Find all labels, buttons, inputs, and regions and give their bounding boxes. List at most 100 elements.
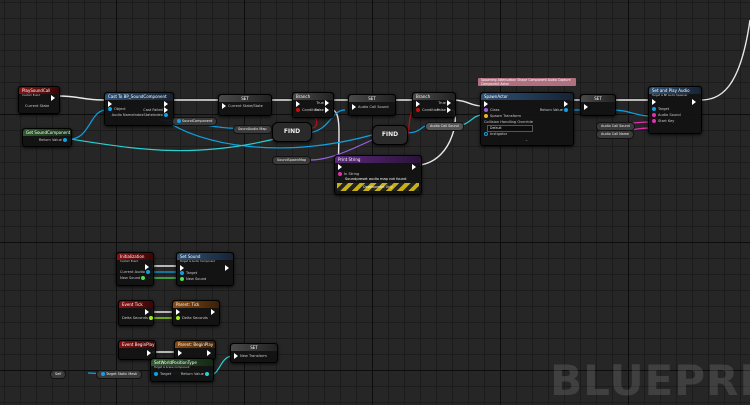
node-subtitle: Target is BP Audio Spawner [652, 94, 688, 97]
print-string-node[interactable]: Print String In String Soundpreset audio… [334, 155, 422, 195]
in-string-value[interactable]: Soundpreset audio map not found [345, 177, 407, 181]
exec-in-pin[interactable] [108, 101, 114, 107]
node-title: PlaySoundCall [19, 87, 59, 94]
spawn-actor-node[interactable]: SpawnActor Class Spawn Transform Collisi… [480, 92, 574, 146]
set-current-state-node[interactable]: SET Current State/State [218, 94, 272, 116]
set-sound-node[interactable]: Set Sound Target is Audio Component Targ… [176, 252, 234, 286]
exec-in-pin[interactable] [176, 309, 182, 315]
exec-out-pin[interactable] [145, 264, 151, 270]
sound-spawn-map-pill[interactable]: SoundSpawnMap [272, 156, 312, 165]
pin-audio-call-sound[interactable]: Audio Call Sound [352, 104, 389, 110]
pin-true[interactable]: True [316, 100, 331, 106]
pin-object[interactable]: Object [108, 107, 126, 112]
static-mesh-pill[interactable]: Target Static Mesh [96, 370, 143, 379]
pin-spawn-transform[interactable]: Spawn Transform [484, 114, 521, 119]
node-title: SetWorldPositionType [151, 359, 213, 366]
exec-out-pin[interactable] [225, 265, 231, 271]
node-title: Set Sound [177, 253, 233, 260]
development-only-banner: Development Only [337, 183, 419, 191]
pin-false[interactable]: False [437, 107, 453, 113]
exec-in-pin[interactable] [484, 101, 490, 107]
node-title: SET [349, 95, 395, 102]
find-node-1[interactable]: FIND [272, 122, 312, 142]
pin-audio-sound[interactable]: Audio Sound [652, 113, 681, 118]
exec-in-pin[interactable] [180, 265, 186, 271]
exec-out-pin[interactable] [147, 350, 153, 356]
exec-in-pin[interactable] [338, 164, 344, 170]
parent-beginplay-node[interactable]: Parent: BeginPlay [174, 340, 216, 360]
initialization-node[interactable]: Initialization Custom Event Current Audi… [116, 252, 154, 286]
node-subtitle: Custom Event [22, 94, 41, 97]
exec-in-pin[interactable] [178, 350, 184, 356]
chevron-down-icon[interactable]: ⌄ [525, 138, 529, 142]
audio-call-name-pill[interactable]: Audio Call Name [596, 130, 635, 139]
play-sound-call-node[interactable]: PlaySoundCall Custom Event Current State [18, 86, 60, 114]
node-title: Event Tick [119, 301, 153, 308]
blueprint-watermark: BLUEPRI [550, 356, 750, 405]
pin-true[interactable]: True [438, 100, 453, 106]
exec-out-pin[interactable] [211, 309, 217, 315]
node-subtitle: Target is Scene Component [154, 366, 190, 369]
pin-new-transform[interactable]: New Transform [234, 353, 267, 359]
pin-target[interactable]: Target [154, 372, 171, 377]
pin-target[interactable]: Target [652, 107, 669, 112]
pin-current-audio[interactable]: Current Audio [120, 270, 152, 275]
cast-node[interactable]: Cast To BP_SoundComponent Object Cast Fa… [104, 92, 174, 126]
pin-collision-override: Collision Handling Override [484, 120, 533, 124]
exec-in-pin[interactable] [584, 104, 590, 110]
node-subtitle: Target is Audio Component [180, 260, 215, 263]
pin-delta-seconds[interactable]: Delta Seconds [176, 316, 208, 321]
pin-condition[interactable]: Condition [416, 108, 439, 113]
exec-out-pin[interactable] [692, 99, 698, 105]
pin-target[interactable]: Target [180, 271, 197, 276]
exec-out-pin[interactable] [164, 101, 170, 107]
branch-node-2[interactable]: Branch Condition True False [412, 92, 456, 118]
audio-call-sound-pill-2[interactable]: Audio Call Sound [425, 122, 464, 131]
node-subtitle: Custom Event [120, 260, 139, 263]
exec-out-pin[interactable] [145, 309, 151, 315]
branch-node-1[interactable]: Branch Condition True False [292, 92, 334, 118]
event-tick-node[interactable]: Event Tick Delta Seconds [118, 300, 154, 326]
set-audio-node[interactable]: SET Audio Call Sound [348, 94, 396, 116]
node-title: SET [219, 95, 271, 102]
node-title: SET [231, 344, 277, 351]
sound-audio-map-pill[interactable]: SoundAudio Map [233, 125, 272, 134]
find-node-2[interactable]: FIND [372, 125, 408, 145]
exec-out-pin[interactable] [207, 350, 213, 356]
pin-current-state[interactable]: Current State [25, 104, 50, 108]
exec-in-pin[interactable] [652, 99, 658, 105]
self-pill[interactable]: Self [50, 370, 67, 379]
get-sound-component-node[interactable]: Get SoundComponent Return Value [22, 128, 72, 147]
exec-out-pin[interactable] [412, 164, 418, 170]
pin-return-value[interactable]: Return Value [181, 372, 211, 377]
pin-new-sound[interactable]: New Sound [180, 277, 206, 282]
pin-audio-nameindex[interactable]: Audio NameIndexStateIndex [112, 113, 170, 118]
set-world-position-node[interactable]: SET New Transform [230, 343, 278, 363]
pin-current-state[interactable]: Current State/State [222, 103, 263, 109]
pin-return-value[interactable]: Return Value [540, 108, 570, 113]
node-title: Branch [413, 93, 455, 100]
pin-delta-seconds[interactable]: Delta Seconds [122, 316, 155, 321]
pin-false[interactable]: False [315, 107, 331, 113]
collision-dropdown[interactable]: Default [487, 125, 533, 132]
exec-out-pin[interactable] [564, 101, 570, 107]
pin-condition[interactable]: Condition [296, 108, 319, 113]
pin-cast-failed[interactable]: Cast Failed [143, 107, 170, 113]
set-world-position-type-node[interactable]: SetWorldPositionType Target is Scene Com… [150, 358, 214, 382]
sound-component-pill[interactable]: SoundComponent [172, 117, 218, 126]
pin-return-value[interactable]: Return Value [39, 138, 69, 143]
pin-new-sound[interactable]: New Sound [120, 276, 147, 281]
node-title: Branch [293, 93, 333, 100]
parent-tick-node[interactable]: Parent: Tick Delta Seconds [172, 300, 220, 326]
set-and-play-audio-node[interactable]: Set and Play Audio Target is BP Audio Sp… [648, 86, 702, 134]
exec-in-pin[interactable] [296, 101, 302, 107]
exec-in-pin[interactable] [416, 101, 422, 107]
pin-class[interactable]: Class [484, 108, 499, 113]
set-return-node[interactable]: SET [580, 94, 616, 116]
exec-out-pin[interactable] [51, 95, 57, 101]
pin-in-string[interactable]: In String [338, 172, 359, 177]
event-beginplay-node[interactable]: Event BeginPlay [118, 340, 156, 360]
pin-instigator[interactable]: Instigator [484, 132, 507, 137]
pin-start-key[interactable]: Start Key [652, 119, 674, 124]
